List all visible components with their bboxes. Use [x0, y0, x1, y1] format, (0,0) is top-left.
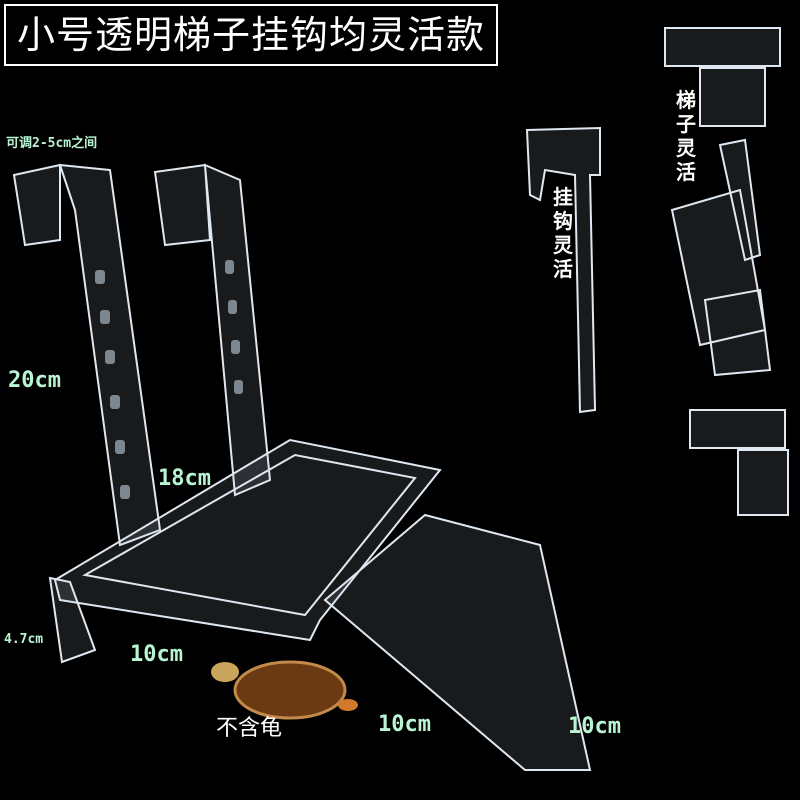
ladder-flexible-caption: 梯子灵活: [676, 88, 696, 184]
ladder-length-label: 10cm: [568, 714, 621, 739]
thumb-ladder-1: [699, 67, 766, 127]
side-panel: [48, 576, 97, 664]
platform: [53, 438, 442, 642]
thumb-platform-1: [664, 27, 781, 67]
hook-flexible-caption: 挂钩灵活: [553, 185, 573, 281]
thumb-ladder-2: [737, 449, 789, 516]
single-hook: [525, 126, 601, 414]
turtle: [211, 660, 358, 720]
platform-length-label: 18cm: [158, 466, 211, 491]
right-hook: [153, 163, 272, 497]
thumb-platform-2: [689, 409, 786, 449]
thumb-hook-assembly: [670, 138, 772, 377]
turtle-not-included-note: 不含龟: [216, 716, 283, 741]
product-title: 小号透明梯子挂钩均灵活款: [4, 4, 498, 66]
ladder: [323, 513, 592, 771]
platform-width-label: 10cm: [130, 642, 183, 667]
side-height-label: 4.7cm: [4, 632, 44, 647]
left-hook: [12, 163, 162, 547]
hook-height-label: 20cm: [8, 368, 61, 393]
adjust-range-label: 可调2-5cm之间: [6, 136, 98, 151]
ladder-width-label: 10cm: [378, 712, 431, 737]
